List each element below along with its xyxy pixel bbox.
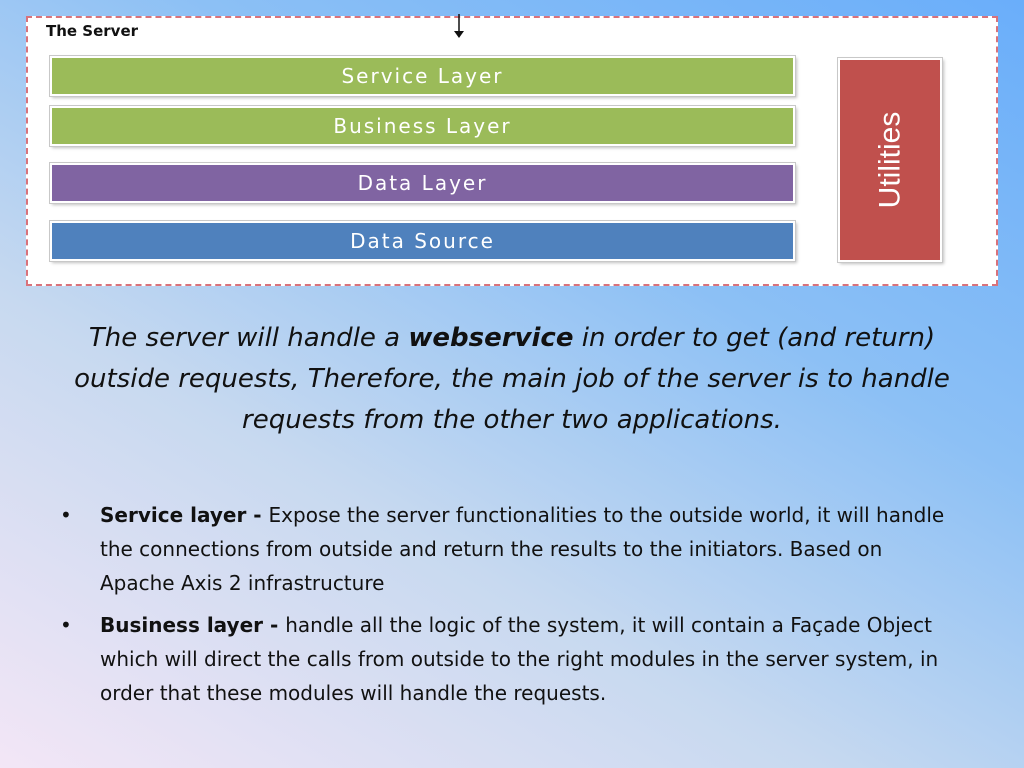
bullet-list: • Service layer - Expose the server func… bbox=[58, 498, 958, 718]
service-layer-label: Service Layer bbox=[341, 64, 504, 88]
bullet-marker: • bbox=[60, 503, 72, 527]
bullet-marker: • bbox=[60, 613, 72, 637]
list-item: • Business layer - handle all the logic … bbox=[58, 608, 958, 710]
business-layer-box: Business Layer bbox=[49, 105, 796, 147]
intro-text-before: The server will handle a bbox=[88, 323, 409, 353]
bullet-term: Business layer - bbox=[100, 613, 286, 637]
incoming-arrow-icon bbox=[454, 14, 464, 38]
business-layer-label: Business Layer bbox=[333, 114, 512, 138]
list-item: • Service layer - Expose the server func… bbox=[58, 498, 958, 600]
utilities-box: Utilities bbox=[837, 57, 943, 263]
service-layer-box: Service Layer bbox=[49, 55, 796, 97]
intro-paragraph: The server will handle a webservice in o… bbox=[60, 318, 964, 441]
data-layer-box: Data Layer bbox=[49, 162, 796, 204]
data-source-box: Data Source bbox=[49, 220, 796, 262]
utilities-label: Utilities bbox=[873, 111, 906, 209]
data-source-label: Data Source bbox=[350, 229, 495, 253]
diagram-title: The Server bbox=[46, 22, 139, 40]
server-diagram: The Server Service Layer Business Layer … bbox=[26, 14, 998, 286]
data-layer-label: Data Layer bbox=[357, 171, 488, 195]
intro-text-after: in order to get (and return) outside req… bbox=[74, 323, 950, 435]
bullet-text: Expose the server functionalities to the… bbox=[100, 503, 945, 595]
bullet-term: Service layer - bbox=[100, 503, 269, 527]
intro-keyword: webservice bbox=[408, 323, 574, 353]
bullet-text: handle all the logic of the system, it w… bbox=[100, 613, 939, 705]
